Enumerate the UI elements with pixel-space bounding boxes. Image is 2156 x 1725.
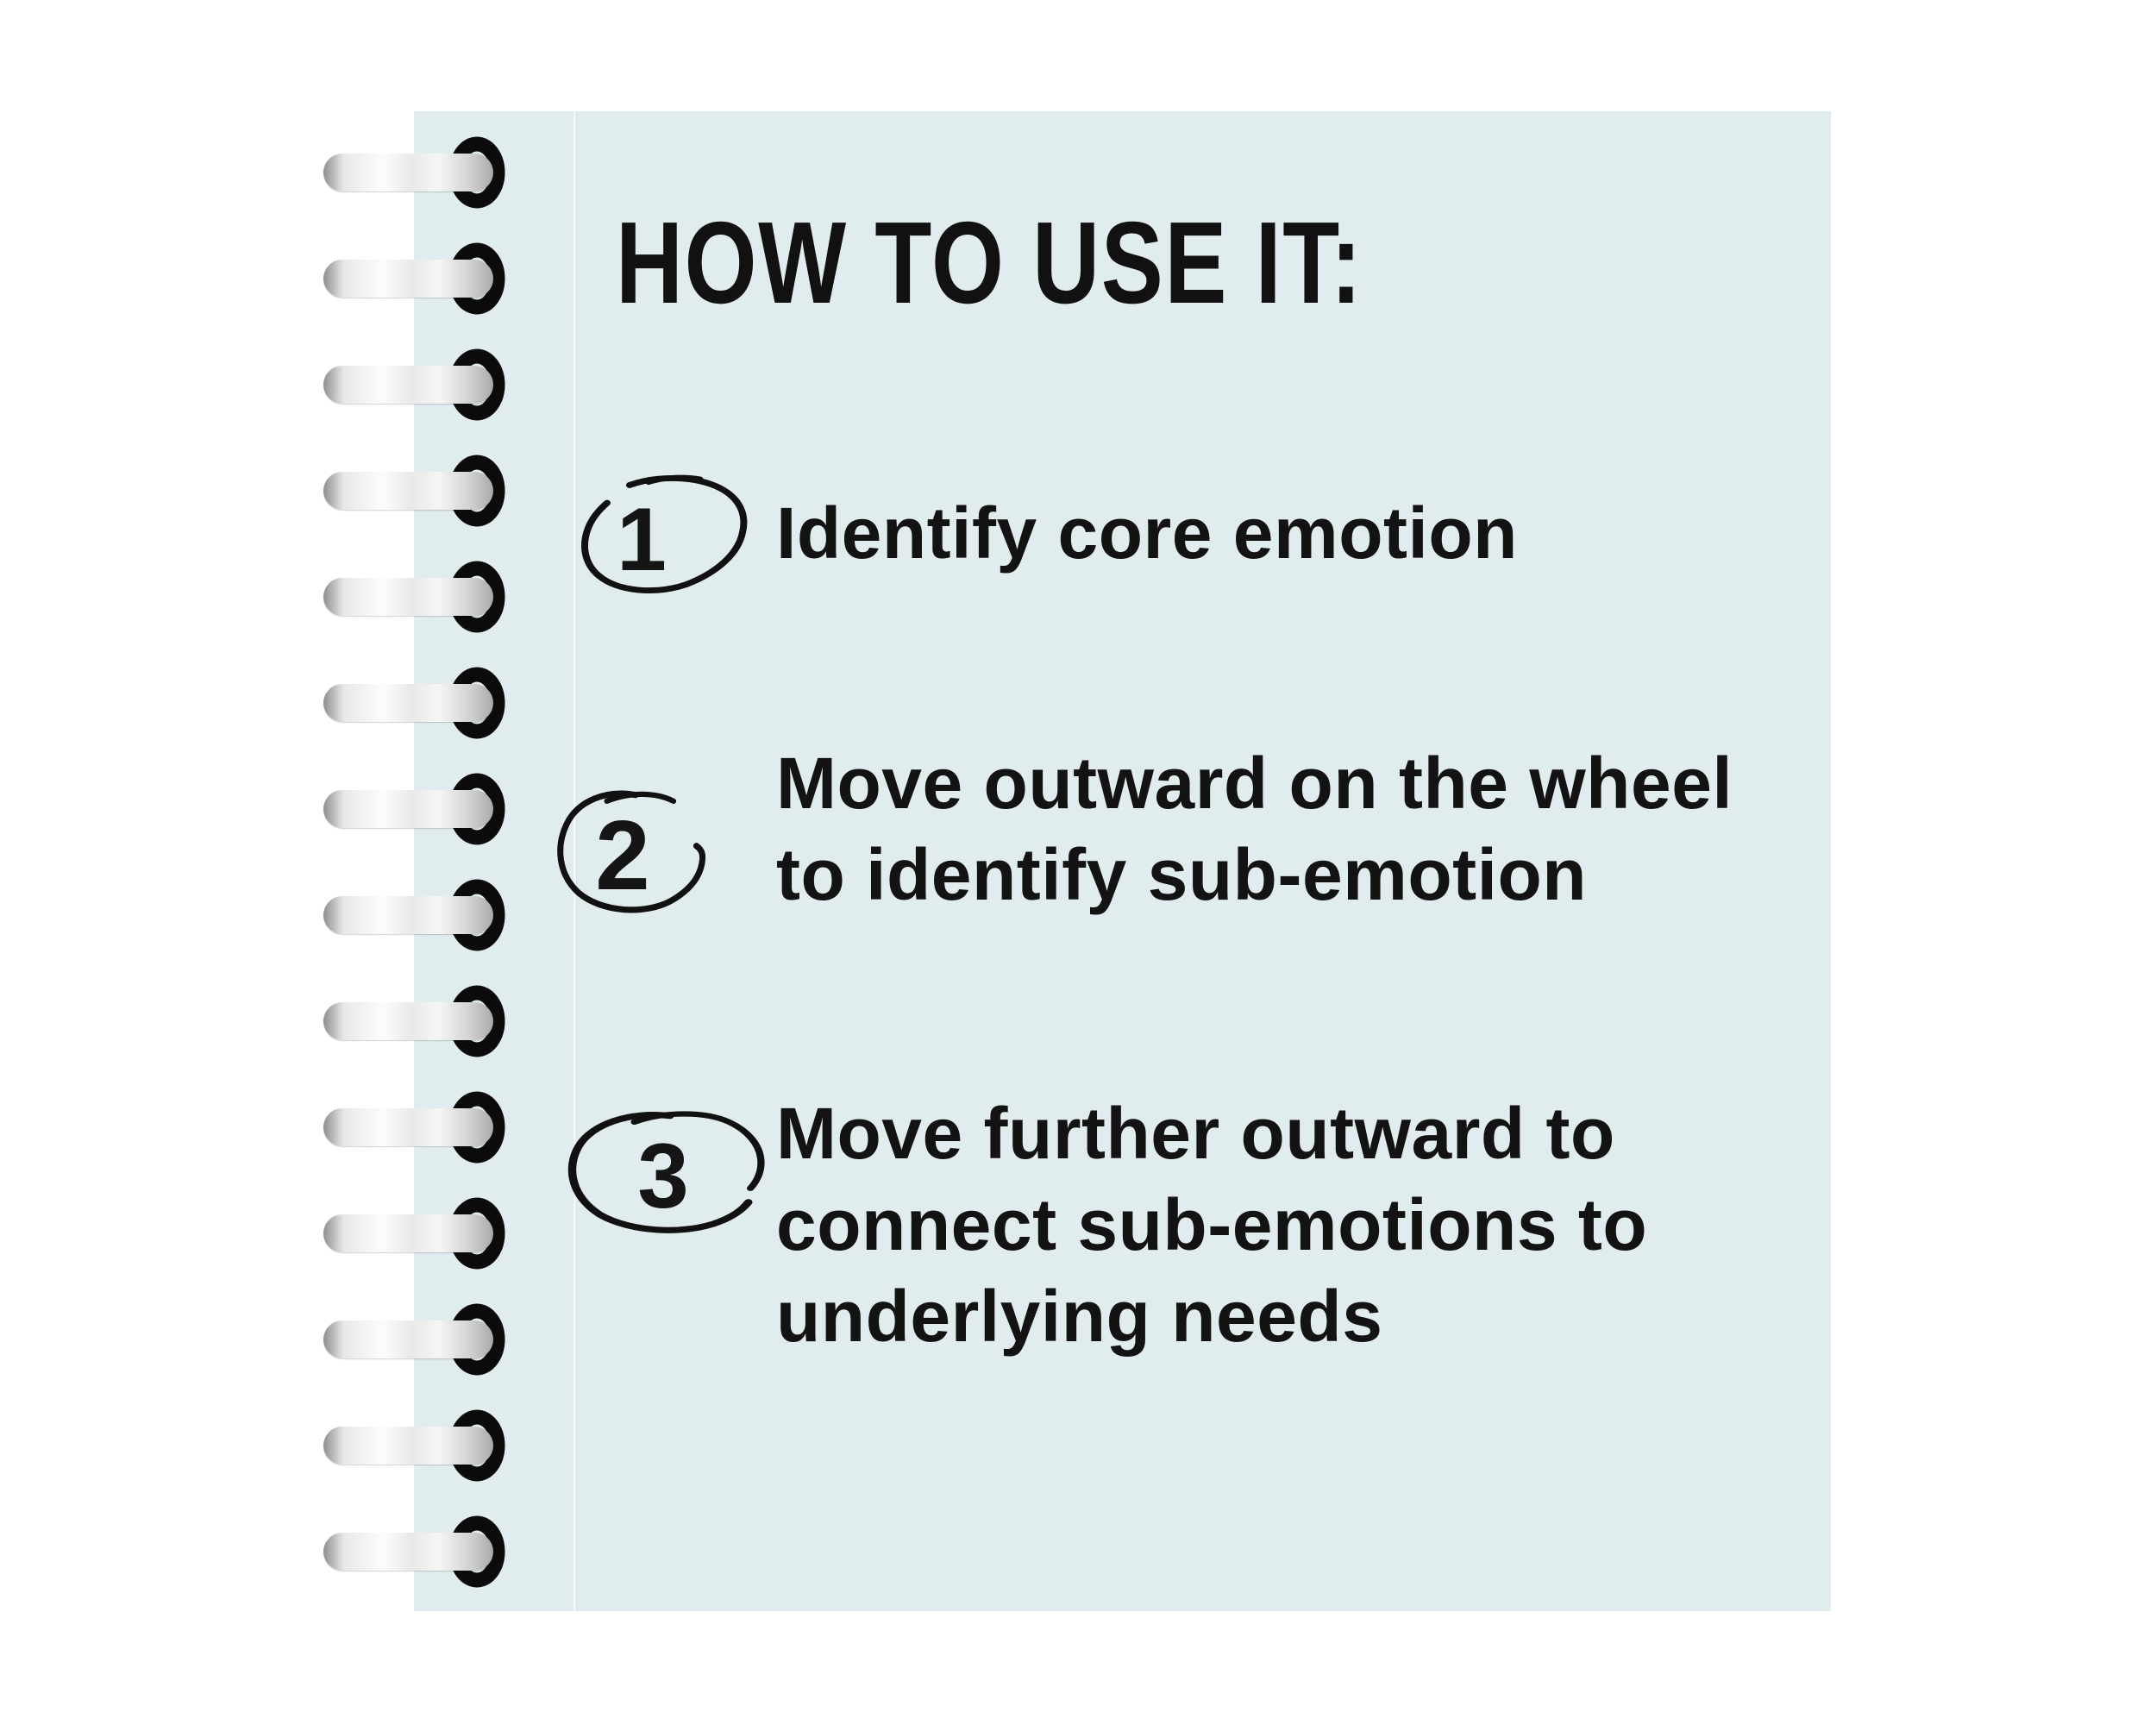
ring-bar-icon — [323, 1002, 493, 1040]
spiral-ring — [323, 1197, 508, 1270]
spiral-ring — [323, 985, 508, 1057]
spiral-ring — [323, 242, 508, 315]
spiral-ring — [323, 1091, 508, 1164]
page-fold-line — [573, 111, 576, 1611]
hand-drawn-circle-icon — [557, 790, 705, 913]
step-3-line: underlying needs — [776, 1276, 1383, 1357]
ring-bar-icon — [323, 366, 493, 404]
spiral-ring — [323, 561, 508, 633]
ring-bar-icon — [323, 260, 493, 298]
spiral-ring — [323, 667, 508, 739]
page-title: HOW TO USE IT: — [616, 198, 1363, 328]
ring-bar-icon — [323, 1320, 493, 1358]
step-1-text: Identify core emotion — [776, 487, 1518, 579]
step-2-line: Move outward on the wheel — [776, 743, 1733, 824]
spiral-ring — [323, 1515, 508, 1588]
ring-bar-icon — [323, 896, 493, 934]
spiral-ring — [323, 773, 508, 845]
step-3-text: Move further outward to connect sub-emot… — [776, 1088, 1647, 1362]
ring-bar-icon — [323, 790, 493, 828]
spiral-ring — [323, 879, 508, 951]
step-1-circle: 1 — [576, 472, 749, 598]
step-2-text: Move outward on the wheel to identify su… — [776, 737, 1733, 920]
ring-bar-icon — [323, 684, 493, 722]
ring-bar-icon — [323, 1108, 493, 1146]
spiral-ring — [323, 1303, 508, 1376]
step-2-circle: 2 — [554, 786, 705, 917]
spiral-ring — [323, 348, 508, 421]
ring-bar-icon — [323, 1214, 493, 1252]
ring-bar-icon — [323, 472, 493, 510]
spiral-ring — [323, 1409, 508, 1482]
step-1-line: Identify core emotion — [776, 492, 1518, 574]
spiral-ring — [323, 136, 508, 209]
hand-drawn-circle-icon — [581, 474, 748, 593]
step-3-number: 3 — [637, 1123, 689, 1227]
notebook-page: HOW TO USE IT: 1 Identify core emotion 2… — [414, 111, 1831, 1611]
ring-bar-icon — [323, 1427, 493, 1465]
step-2-number: 2 — [595, 801, 650, 911]
spiral-ring — [323, 455, 508, 527]
step-3-line: Move further outward to — [776, 1093, 1615, 1174]
step-1-number: 1 — [617, 490, 667, 590]
hand-drawn-circle-icon — [567, 1111, 765, 1233]
ring-bar-icon — [323, 154, 493, 191]
step-2-line: to identify sub-emotion — [776, 834, 1588, 915]
step-3-line: connect sub-emotions to — [776, 1184, 1648, 1265]
ring-bar-icon — [323, 578, 493, 616]
step-3-circle: 3 — [563, 1107, 767, 1238]
ring-bar-icon — [323, 1533, 493, 1571]
